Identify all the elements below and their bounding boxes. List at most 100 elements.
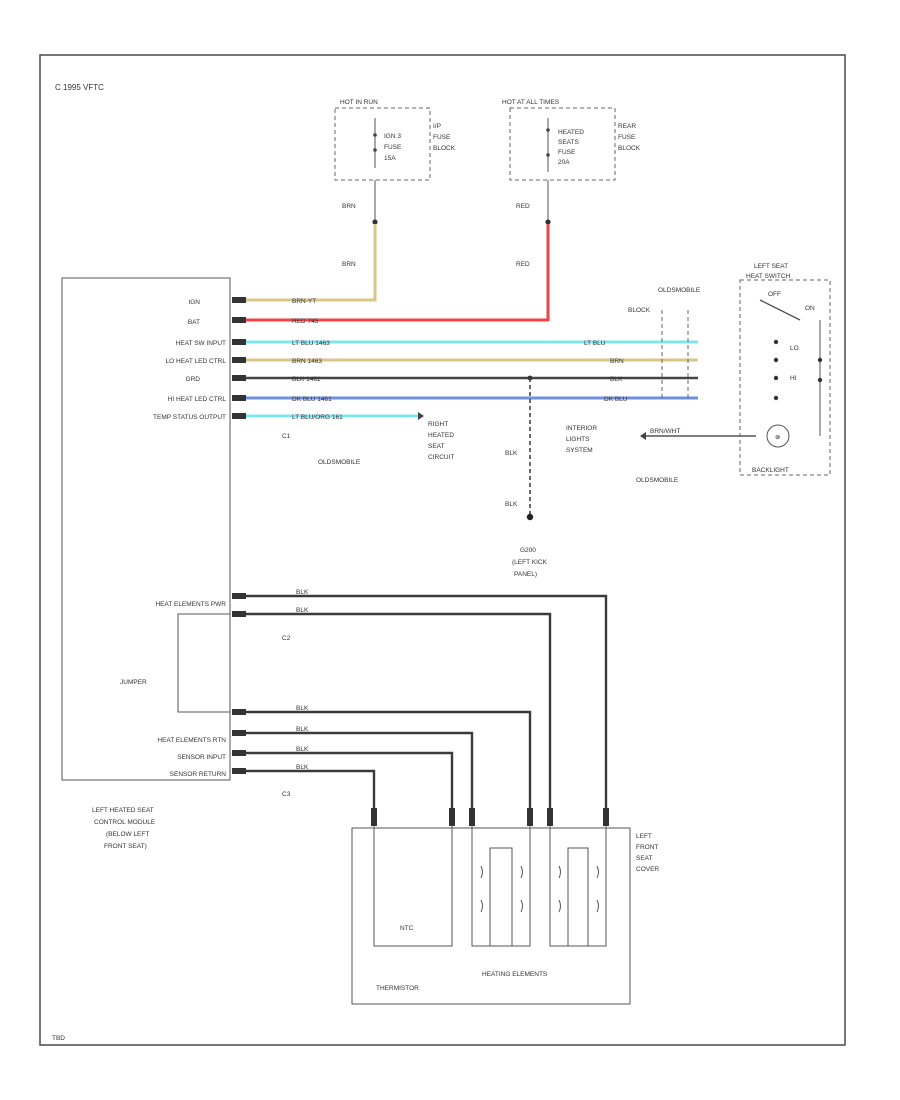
diagram-frame <box>39 54 846 1046</box>
heating-element-right-inner <box>567 847 589 947</box>
element-mark-6 <box>558 899 561 913</box>
module-input-ign: IGN <box>188 299 200 306</box>
heat-sw-wire-label: LT BLU 1463 <box>292 340 330 347</box>
element-mark-4 <box>520 899 523 913</box>
ip-fuse-word: FUSE <box>384 144 402 151</box>
heat-rtn-wire-b <box>246 731 474 812</box>
module-caption-line1: LEFT HEATED SEAT <box>92 807 154 814</box>
module-connector-pins <box>232 297 246 774</box>
ground-point-g200 <box>526 513 534 521</box>
switch-pos-hi: HI <box>790 375 797 382</box>
element-mark-5 <box>558 865 561 879</box>
pin-lo-led <box>232 357 246 363</box>
module-input-lo-led: LO HEAT LED CTRL <box>166 358 227 365</box>
ip-drop-color-label: BRN <box>342 203 356 210</box>
pin-c3-a <box>232 709 246 715</box>
backlight-bulb <box>766 424 790 448</box>
grd-wire-color-label: BLK <box>610 376 623 383</box>
sensor-input-wire <box>246 751 454 812</box>
seat-cover-outline <box>351 827 631 1005</box>
sensor-input-wire-label: BLK <box>296 746 309 753</box>
rear-fuse-line3: FUSE <box>558 149 576 156</box>
heating-element-left <box>471 826 531 947</box>
switch-outline <box>739 279 831 476</box>
sensor-return-wire <box>246 769 376 812</box>
switch-pos-off: OFF <box>768 291 781 298</box>
thermistor-label: THERMISTOR <box>376 985 419 992</box>
rear-fuse-block: HOT AT ALL TIMES HEATED SEATS FUSE 20A R… <box>502 99 641 181</box>
connector-c3-label: C3 <box>282 791 291 798</box>
pin-temp <box>232 413 246 419</box>
heating-element-left-inner <box>489 847 513 947</box>
ip-fuse-terminal-top <box>373 133 377 137</box>
ip-block-line1: I/P <box>433 123 441 130</box>
pin-c2-a <box>232 593 246 599</box>
ign-wire-label: BRN-YT <box>292 298 316 305</box>
oldsmobile-note-lights: OLDSMOBILE <box>636 477 679 484</box>
lo-led-wire-color-label: BRN <box>610 358 624 365</box>
rear-fuse-terminal-bottom <box>546 153 550 157</box>
element-mark-7 <box>596 865 599 879</box>
module-input-temp: TEMP STATUS OUTPUT <box>153 414 226 421</box>
connector-c1-label: C1 <box>282 433 291 440</box>
backlight-symbol: ⊗ <box>775 434 781 441</box>
pin-ign <box>232 297 246 303</box>
ground-drop-color1: BLK <box>505 450 518 457</box>
pin-c3-c <box>232 750 246 756</box>
seat-stub-2 <box>449 808 455 826</box>
oldsmobile-note-top: OLDSMOBILE <box>658 287 701 294</box>
right-seat-line4: CIRCUIT <box>428 454 454 461</box>
module-input-heat-rtn: HEAT ELEMENTS RTN <box>157 737 226 744</box>
element-mark-8 <box>596 899 599 913</box>
pin-c3-d <box>232 768 246 774</box>
switch-title-line1: LEFT SEAT <box>754 263 788 270</box>
module-input-sensor-rtn: SENSOR RETURN <box>170 771 227 778</box>
seat-stub-6 <box>603 808 609 826</box>
heat-pwr-wire-a <box>246 594 608 812</box>
seat-label-line1: LEFT <box>636 833 652 840</box>
seat-label-line3: SEAT <box>636 855 653 862</box>
switch-terminal-lo <box>773 357 779 363</box>
left-seat-heat-switch: LEFT SEAT HEAT SWITCH OFF ON LO HI ⊗ BAC… <box>739 263 831 476</box>
heat-pwr-wire-b-label: BLK <box>296 607 309 614</box>
element-mark-2 <box>480 899 483 913</box>
switch-led-hi <box>817 377 823 383</box>
rear-fuse-block-outline <box>509 107 616 181</box>
right-seat-line1: RIGHT <box>428 421 448 428</box>
seat-stub-5 <box>547 808 553 826</box>
heat-sw-wire-color-label: LT BLU <box>584 340 606 347</box>
heat-pwr-wire-a-label: BLK <box>296 589 309 596</box>
jumper-label: JUMPER <box>120 679 147 686</box>
rear-fuse-line4: 20A <box>558 159 570 166</box>
heating-elements-label: HEATING ELEMENTS <box>482 971 548 978</box>
seat-stub-3 <box>469 808 475 826</box>
module-caption-line4: FRONT SEAT) <box>104 843 147 850</box>
ground-drop-color2: BLK <box>505 501 518 508</box>
module-caption-line3: (BELOW LEFT <box>106 831 149 838</box>
rear-block-line3: BLOCK <box>618 145 641 152</box>
pin-bat <box>232 317 246 323</box>
heating-element-marks <box>480 865 599 913</box>
switch-pos-lo: LO <box>790 345 799 352</box>
rear-fuse-line1: HEATED <box>558 129 584 136</box>
grd-wire-label: BLK 1461 <box>292 376 321 383</box>
ip-block-line2: FUSE <box>433 134 451 141</box>
module-input-heat-sw: HEAT SW INPUT <box>176 340 226 347</box>
ip-fuse-header: HOT IN RUN <box>340 99 378 106</box>
switch-pos-on: ON <box>805 305 815 312</box>
block-label: BLOCK <box>628 307 651 314</box>
backlight-label: BACKLIGHT <box>752 467 789 474</box>
heated-seat-control-module: IGN BAT HEAT SW INPUT LO HEAT LED CTRL G… <box>61 277 291 850</box>
rear-fuse-line2: SEATS <box>558 139 579 146</box>
thermistor-loop <box>373 826 453 947</box>
seat-stub-4 <box>527 808 533 826</box>
rear-fuse-drop-connector <box>545 219 551 225</box>
switch-led-lo <box>817 357 823 363</box>
ip-block-line3: BLOCK <box>433 145 456 152</box>
rear-fuse-terminal-top <box>546 128 550 132</box>
pin-hi-led <box>232 395 246 401</box>
pin-c2-b <box>232 611 246 617</box>
ip-fuse-name: IGN 3 <box>384 133 401 140</box>
bat-wire-color-label: RED <box>516 261 530 268</box>
pin-c3-b <box>232 730 246 736</box>
